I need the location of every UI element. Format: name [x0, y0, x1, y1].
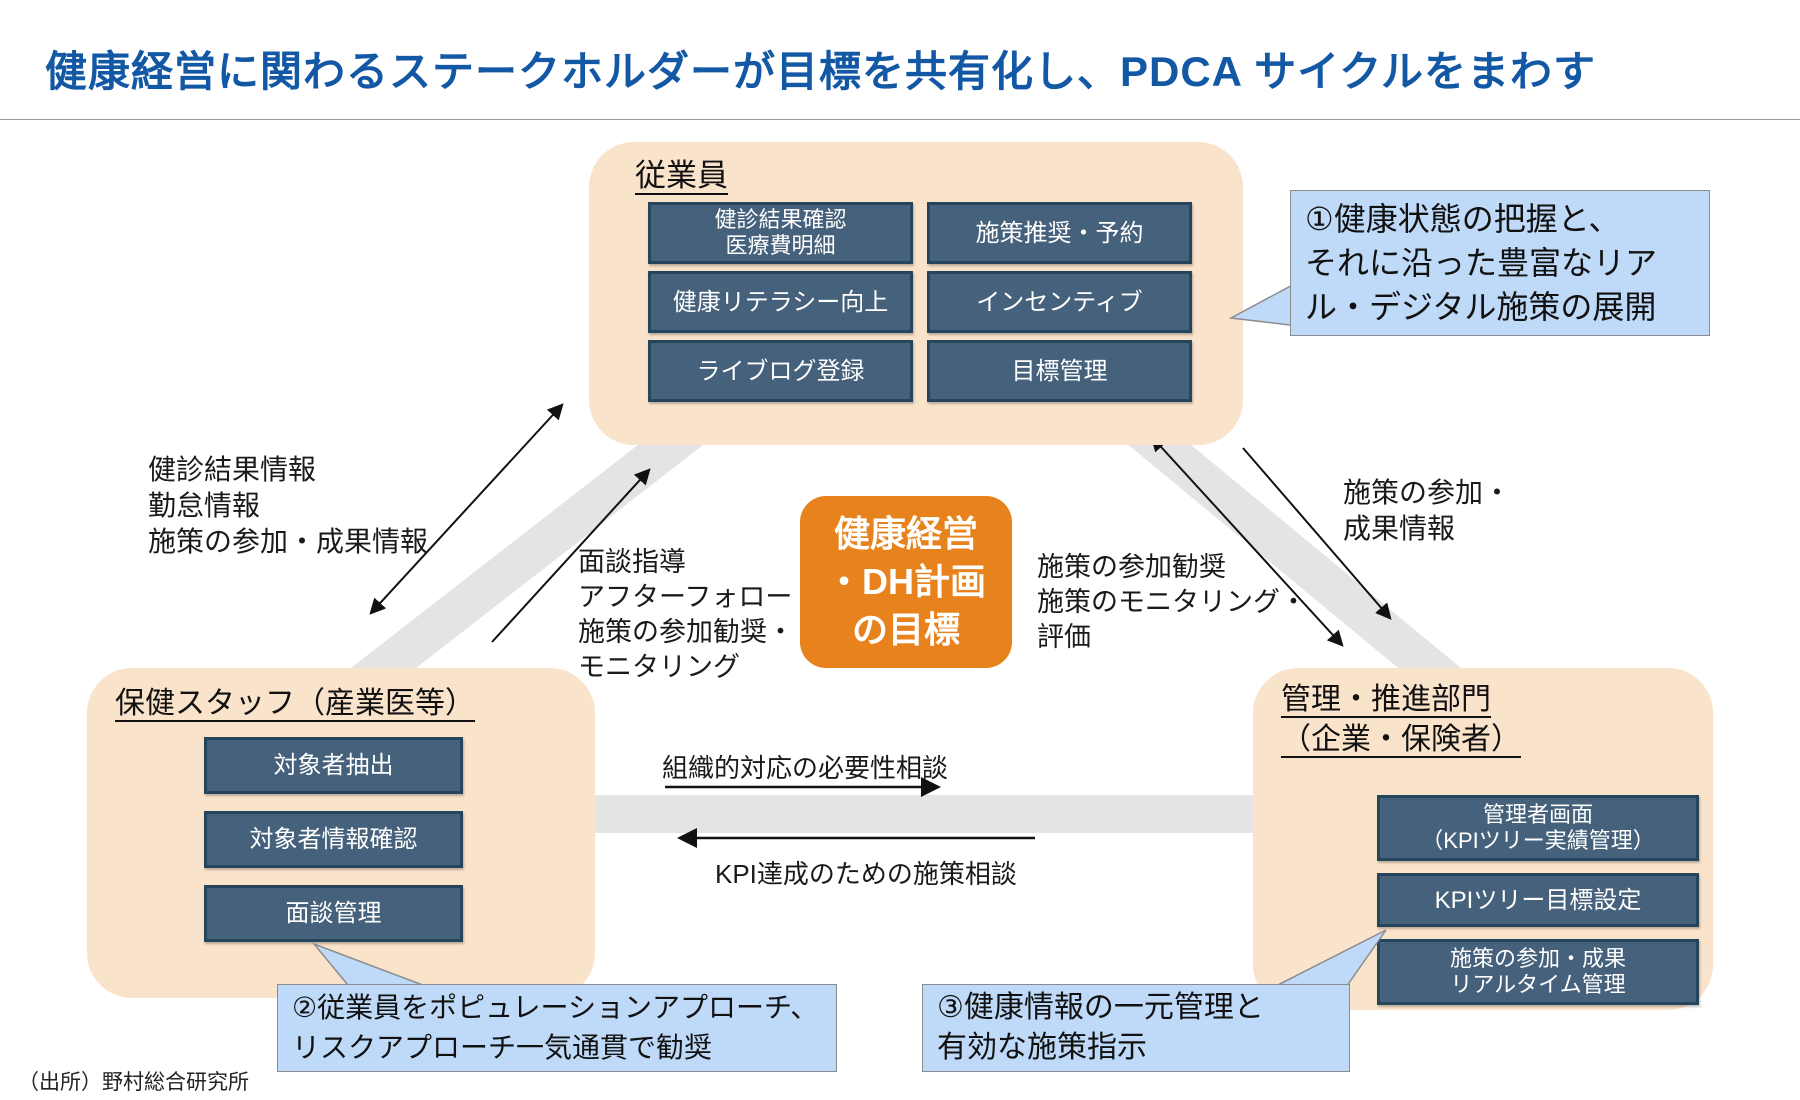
feature-target-extraction: 対象者抽出 — [204, 737, 463, 794]
flow-label-staff-to-admin: 組織的対応の必要性相談 — [662, 753, 949, 783]
goal-box: 健康経営 ・DH計画 の目標 — [800, 496, 1012, 668]
employee-panel: 従業員 健診結果確認 医療費明細 施策推奨・予約 健康リテラシー向上 インセンテ… — [589, 142, 1243, 445]
page-title: 健康経営に関わるステークホルダーが目標を共有化し、PDCA サイクルをまわす — [45, 48, 1597, 95]
health-staff-panel: 保健スタッフ（産業医等） 対象者抽出 対象者情報確認 面談管理 — [87, 668, 595, 998]
feature-admin-screen-kpi-tree: 管理者画面 （KPIツリー実績管理） — [1377, 795, 1699, 861]
feature-program-recommendation: 施策推奨・予約 — [927, 202, 1192, 264]
admin-panel: 管理・推進部門 （企業・保険者） 管理者画面 （KPIツリー実績管理） KPIツ… — [1253, 668, 1713, 1010]
callout-1-health-status: ①健康状態の把握と、 それに沿った豊富なリア ル・デジタル施策の展開 — [1290, 190, 1710, 336]
employee-panel-title: 従業員 — [635, 158, 728, 193]
feature-interview-management: 面談管理 — [204, 885, 463, 942]
feature-health-literacy: 健康リテラシー向上 — [648, 271, 913, 333]
admin-panel-title: 管理・推進部門 （企業・保険者） — [1281, 683, 1521, 756]
flow-label-employee-to-admin: 施策の参加・ 成果情報 — [1343, 477, 1512, 544]
feature-kpi-tree-goal-setting: KPIツリー目標設定 — [1377, 873, 1699, 927]
feature-goal-management: 目標管理 — [927, 340, 1192, 402]
source-note: （出所）野村総合研究所 — [18, 1071, 249, 1094]
feature-checkup-results: 健診結果確認 医療費明細 — [648, 202, 913, 264]
feature-incentive: インセンティブ — [927, 271, 1192, 333]
flow-label-staff-to-employee: 面談指導 アフターフォロー 施策の参加勧奨・ モニタリング — [578, 547, 794, 682]
title-divider — [0, 119, 1800, 120]
flow-label-admin-to-staff: KPI達成のための施策相談 — [715, 859, 1017, 889]
feature-realtime-results: 施策の参加・成果 リアルタイム管理 — [1377, 939, 1699, 1005]
feature-target-info-check: 対象者情報確認 — [204, 811, 463, 868]
flow-label-admin-to-employee: 施策の参加勧奨 施策のモニタリング・ 評価 — [1037, 552, 1307, 652]
feature-lifelog-registration: ライブログ登録 — [648, 340, 913, 402]
callout-3-unified-health-info: ③健康情報の一元管理と 有効な施策指示 — [922, 984, 1350, 1072]
health-staff-panel-title: 保健スタッフ（産業医等） — [115, 687, 475, 720]
callout-2-population-approach: ②従業員をポピュレーションアプローチ、 リスクアプローチ一気通貫で勧奨 — [277, 984, 837, 1072]
flow-label-employee-to-staff: 健診結果情報 勤怠情報 施策の参加・成果情報 — [148, 454, 429, 557]
